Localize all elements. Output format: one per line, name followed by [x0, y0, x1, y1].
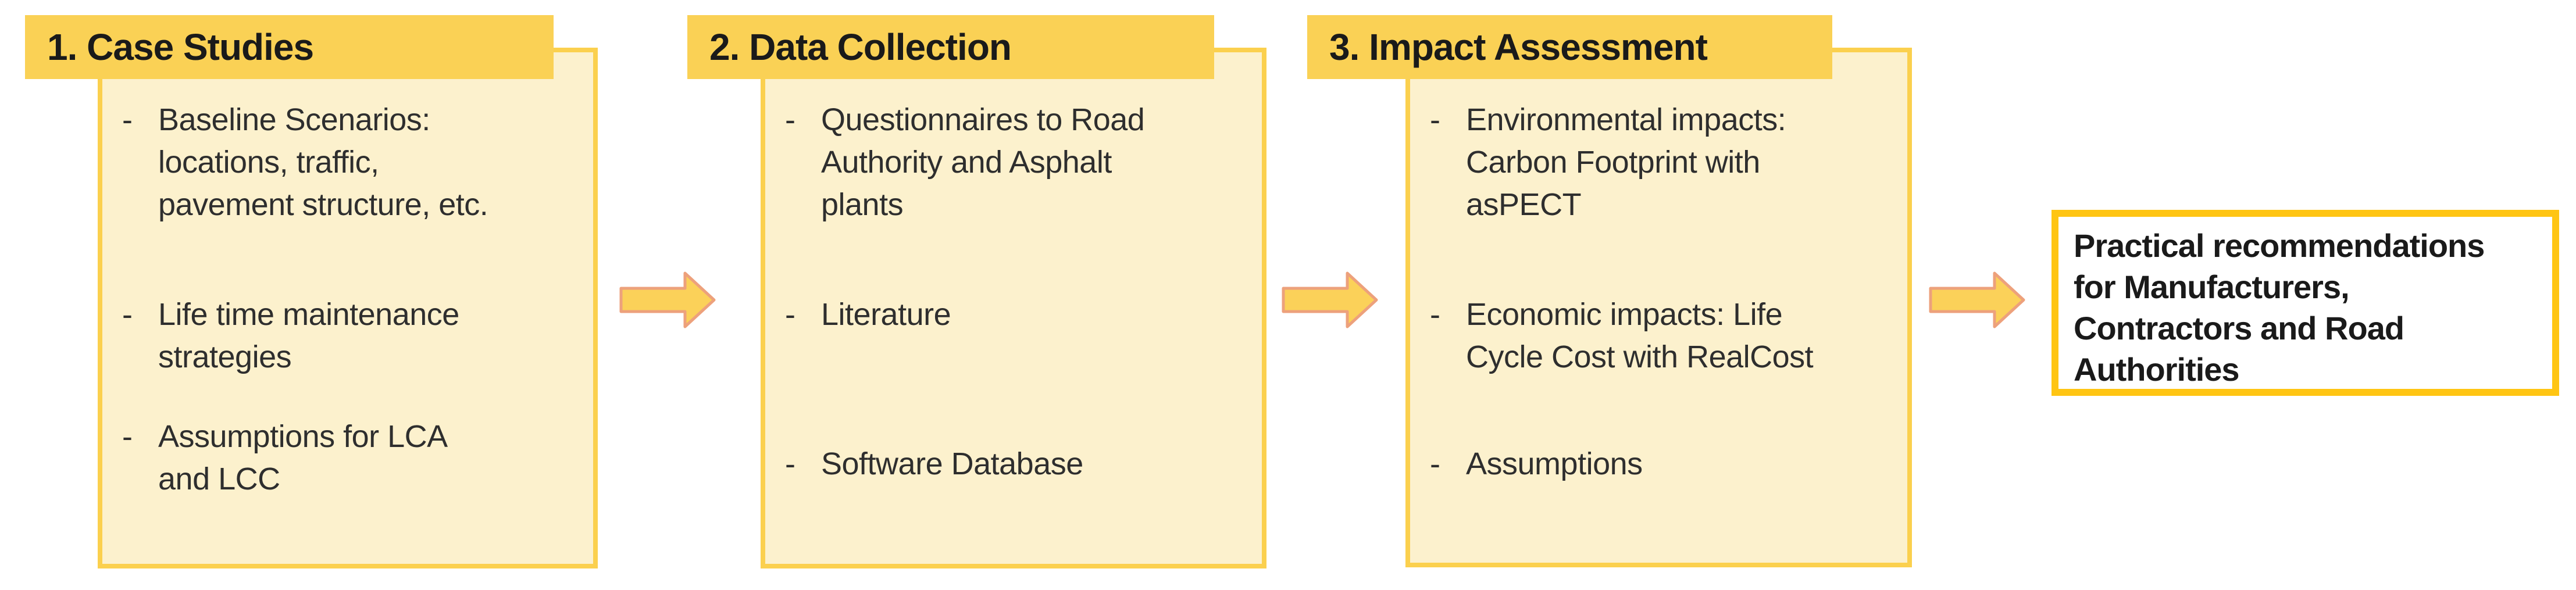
bullet-dash: - — [785, 297, 795, 332]
bullet-item: - Software Database — [785, 443, 1251, 485]
result-box: Practical recommendations for Manufactur… — [2051, 210, 2559, 396]
bullet-dash: - — [122, 297, 133, 332]
bullet-dash: - — [122, 419, 133, 454]
step-2-header: 2. Data Collection — [687, 15, 1214, 79]
bullet-dash: - — [785, 446, 795, 481]
step-1-title: 1. Case Studies — [47, 26, 314, 68]
bullet-item-text: Literature — [821, 297, 951, 332]
step-2-title: 2. Data Collection — [709, 26, 1012, 68]
step-3-title: 3. Impact Assessment — [1329, 26, 1708, 68]
bullet-item-text: Economic impacts: Life Cycle Cost with R… — [1466, 297, 1814, 374]
bullet-item: - Baseline Scenarios: locations, traffic… — [122, 99, 583, 226]
bullet-item-text: Assumptions — [1466, 446, 1643, 481]
step-1-header: 1. Case Studies — [25, 15, 554, 79]
bullet-item-text: Assumptions for LCA and LCC — [158, 419, 448, 496]
bullet-item-text: Environmental impacts: Carbon Footprint … — [1466, 102, 1786, 222]
bullet-item: - Environmental impacts: Carbon Footprin… — [1430, 99, 1897, 226]
bullet-dash: - — [122, 102, 133, 137]
bullet-dash: - — [1430, 446, 1440, 481]
bullet-item: - Literature — [785, 294, 1251, 336]
bullet-dash: - — [1430, 297, 1440, 332]
flow-arrow-icon — [1282, 271, 1378, 328]
step-2-panel: - Questionnaires to Road Authority and A… — [761, 48, 1266, 568]
step-3-panel: - Environmental impacts: Carbon Footprin… — [1405, 48, 1912, 567]
bullet-dash: - — [785, 102, 795, 137]
step-3-header: 3. Impact Assessment — [1307, 15, 1832, 79]
bullet-item-text: Baseline Scenarios: locations, traffic, … — [158, 102, 488, 222]
bullet-item: - Life time maintenance strategies — [122, 294, 583, 378]
bullet-item: - Questionnaires to Road Authority and A… — [785, 99, 1251, 226]
bullet-item-text: Questionnaires to Road Authority and Asp… — [821, 102, 1145, 222]
bullet-item-text: Life time maintenance strategies — [158, 297, 459, 374]
flow-arrow-icon — [1929, 271, 2025, 328]
bullet-dash: - — [1430, 102, 1440, 137]
step-1-panel: - Baseline Scenarios: locations, traffic… — [98, 48, 598, 568]
bullet-item-text: Software Database — [821, 446, 1083, 481]
flow-arrow-icon — [619, 271, 716, 328]
bullet-item: - Assumptions for LCA and LCC — [122, 416, 583, 500]
result-box-text: Practical recommendations for Manufactur… — [2074, 227, 2485, 388]
bullet-item: - Economic impacts: Life Cycle Cost with… — [1430, 294, 1897, 378]
bullet-item: - Assumptions — [1430, 443, 1897, 485]
